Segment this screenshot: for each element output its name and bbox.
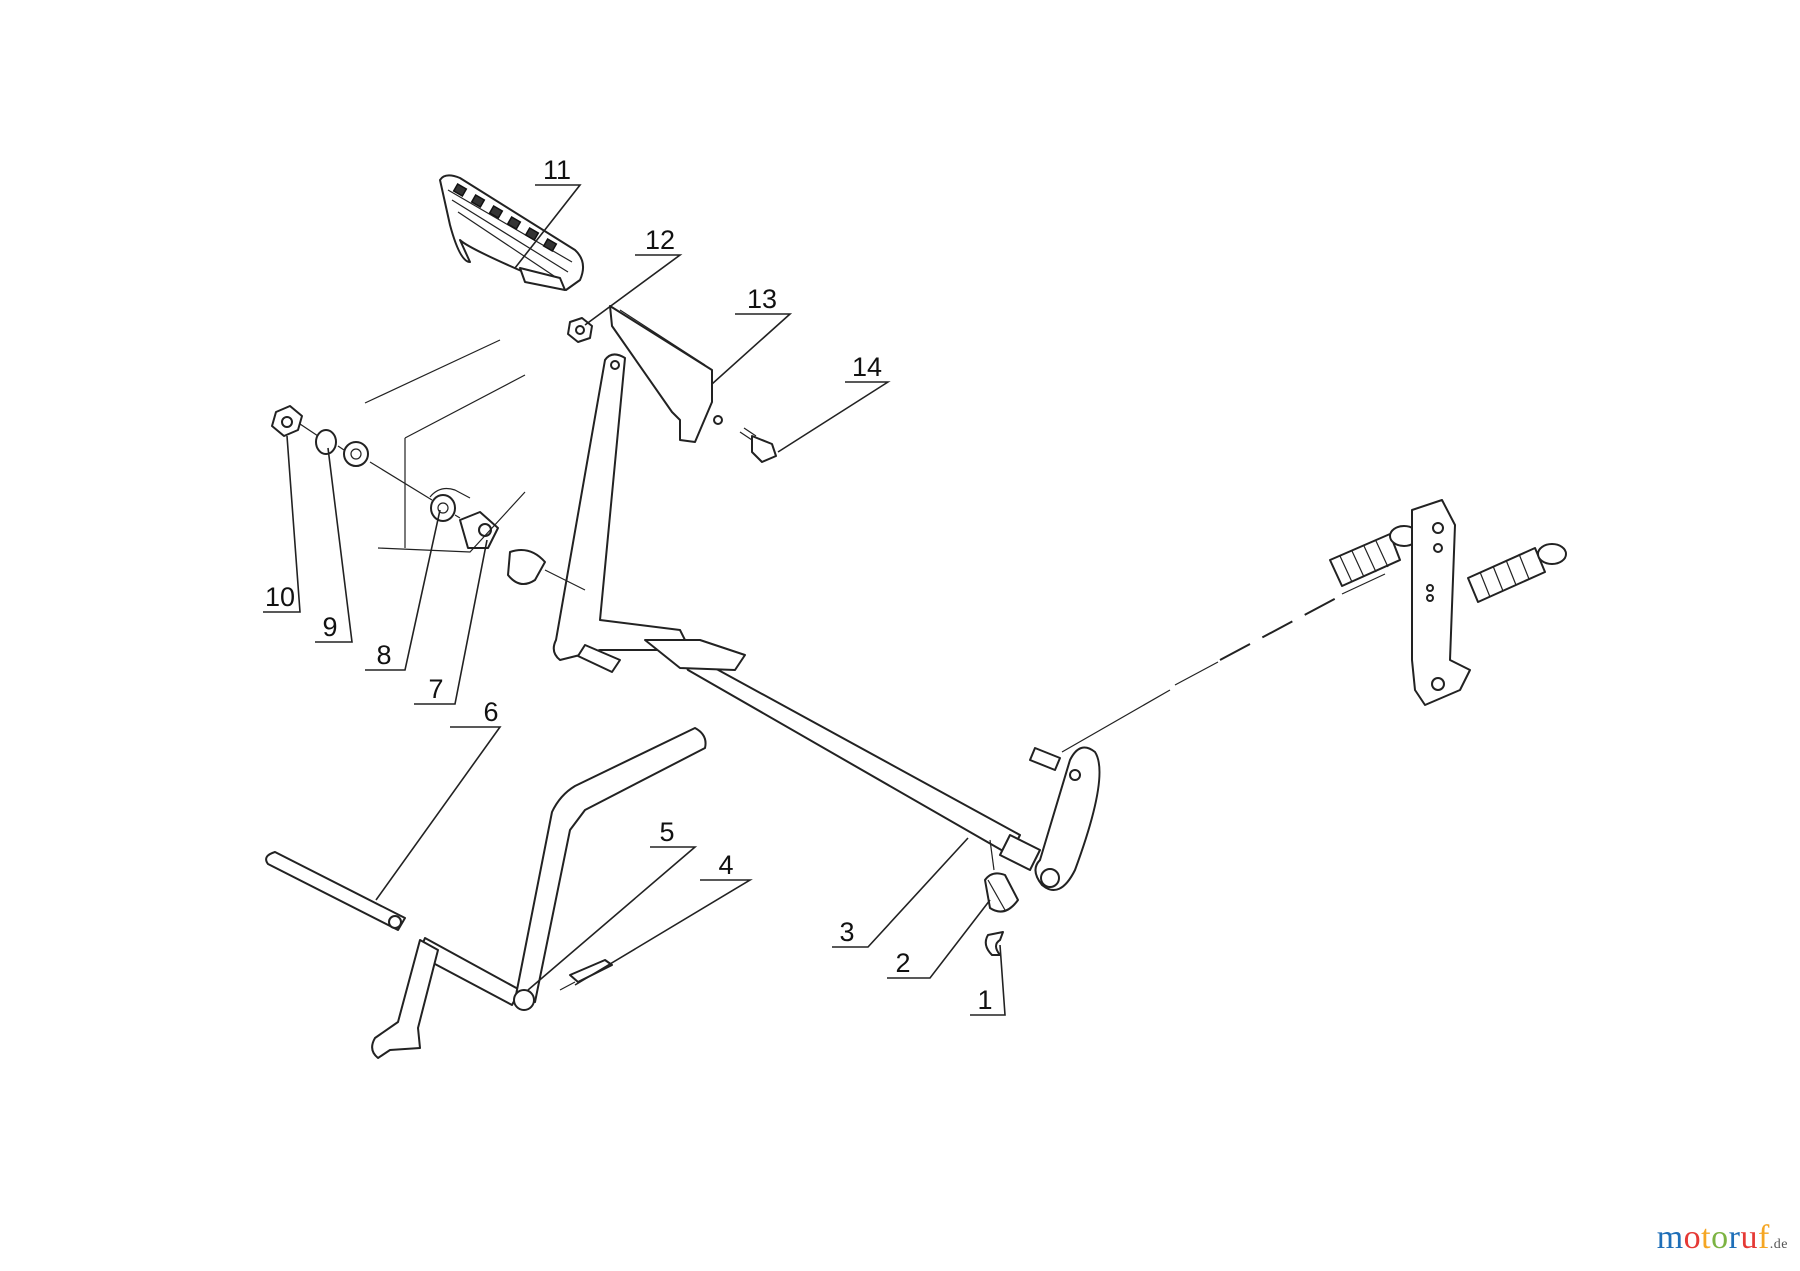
watermark-letter: f xyxy=(1757,1219,1770,1256)
clip-parts xyxy=(984,839,1019,956)
watermark-letter: m xyxy=(1656,1219,1684,1256)
watermark-letter: r xyxy=(1728,1219,1741,1256)
callout-1: 1 xyxy=(977,985,992,1015)
watermark-letter: o xyxy=(1711,1219,1729,1256)
callout-4: 4 xyxy=(718,850,733,880)
watermark-logo: motoruf.de xyxy=(1657,1219,1788,1257)
callout-2: 2 xyxy=(895,948,910,978)
callout-8: 8 xyxy=(376,640,391,670)
callout-13: 13 xyxy=(747,284,777,314)
watermark-tld: .de xyxy=(1769,1237,1788,1252)
callout-7: 7 xyxy=(428,674,443,704)
control-cable xyxy=(1061,573,1386,753)
shaft-lever-arm xyxy=(1029,746,1101,891)
leader-lines xyxy=(263,184,1006,1016)
watermark-letter: t xyxy=(1701,1219,1712,1256)
callout-11: 11 xyxy=(543,155,571,185)
callout-6: 6 xyxy=(483,697,498,727)
frame-outline xyxy=(364,339,526,553)
main-shaft xyxy=(644,639,1041,871)
extension-spring-left xyxy=(1329,525,1419,587)
callout-9: 9 xyxy=(322,612,337,642)
flange-bolt xyxy=(739,427,777,463)
hardware-stack xyxy=(271,405,586,591)
pedal-bracket xyxy=(609,305,723,443)
extension-spring-right xyxy=(1467,543,1567,603)
watermark-letter: o xyxy=(1683,1219,1702,1256)
callout-10: 10 xyxy=(265,582,295,612)
mounting-bracket xyxy=(1411,499,1471,706)
callout-5: 5 xyxy=(659,817,674,847)
callout-14: 14 xyxy=(852,352,882,382)
callout-3: 3 xyxy=(839,917,854,947)
pedal-pad xyxy=(439,174,585,291)
callout-12: 12 xyxy=(645,225,675,255)
callout-labels: 1 2 3 4 5 6 7 8 9 10 11 12 13 14 xyxy=(265,155,993,1015)
lower-lever-assembly xyxy=(265,727,707,1059)
watermark-letter: u xyxy=(1740,1219,1758,1256)
